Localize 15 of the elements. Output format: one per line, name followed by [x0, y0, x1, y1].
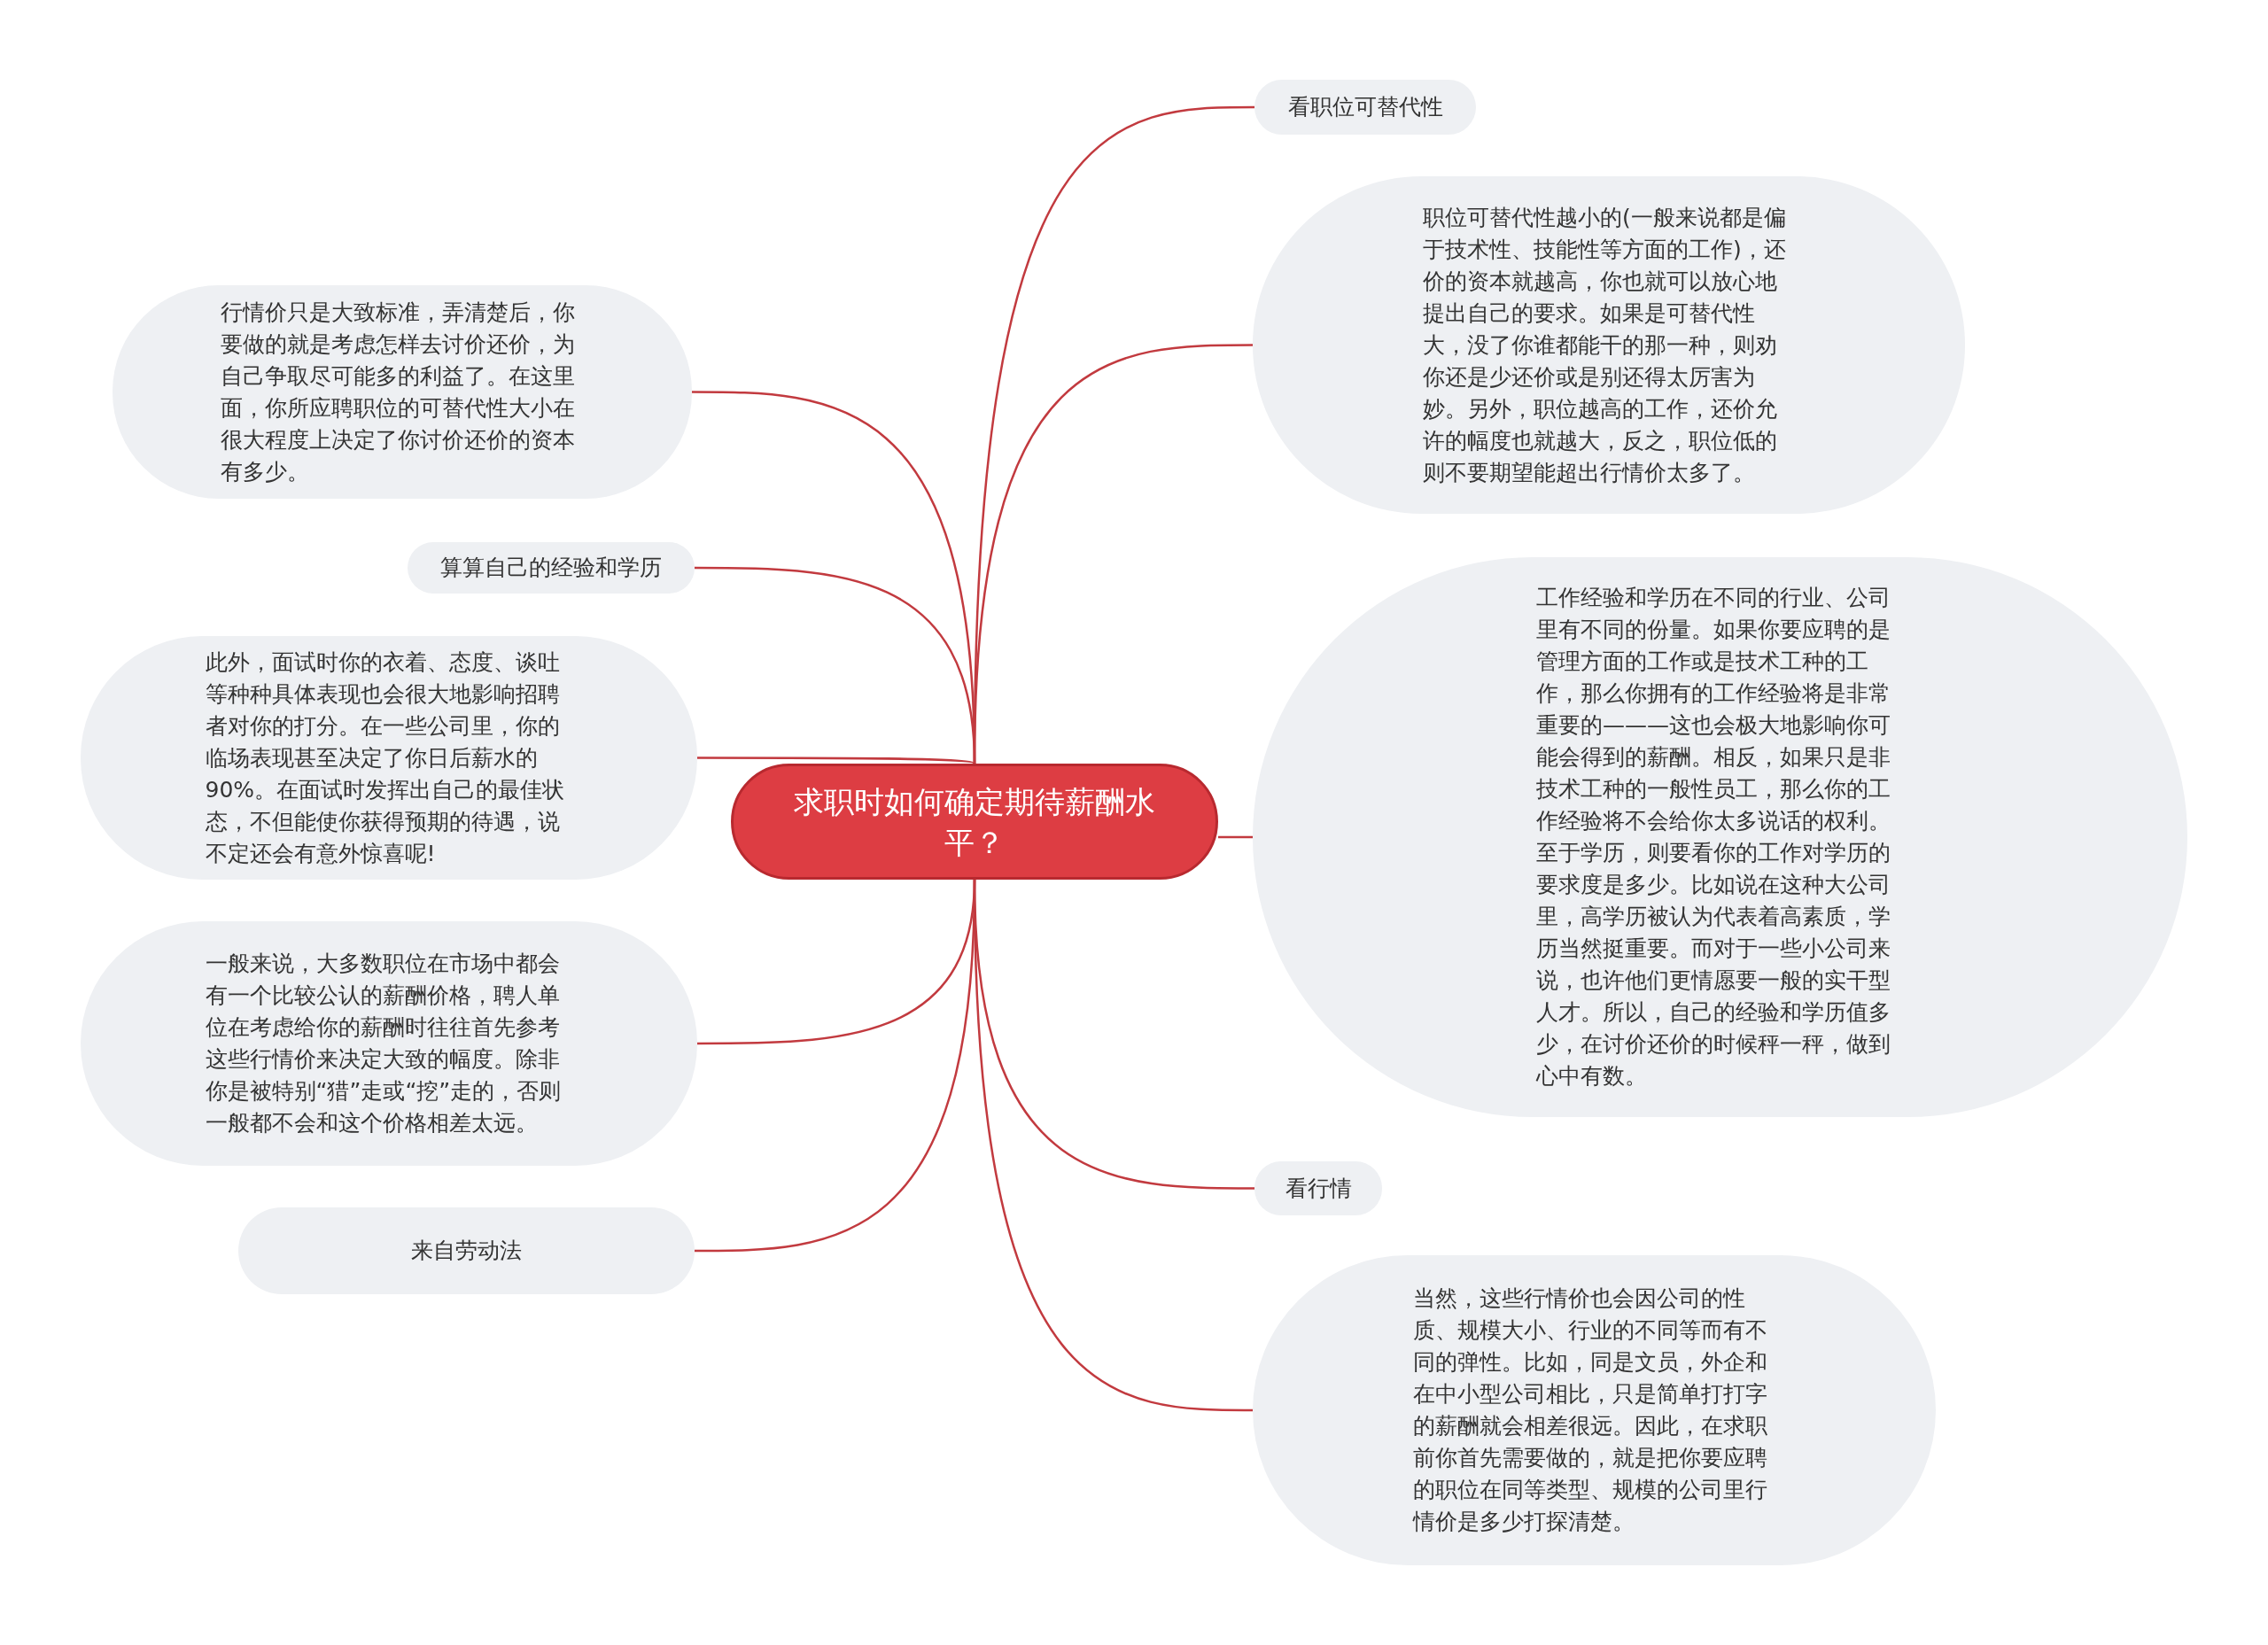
- topic-text: 看行情: [1285, 1174, 1352, 1203]
- topic-text: 工作经验和学历在不同的行业、公司里有不同的份量。如果你要应聘的是管理方面的工作或是技术工种的工作，那么你拥有的工作经验将是非常重要的———这也会极大地影响你可能会得到的薪酬。相反，如果只是非技术工种的一般性员工，那么你的工作经验将不会给你太多说话的权利。至于学历，则要看你的工作对学历的要求度是多少。比如说在这种大公司里，高学历被认为代表着高素质，学历当然挺重要。而对于一些小公司来说，也许他们更情愿要一般的实干型人才。所以，自己的经验和学历值多少，在讨价还价的时候秤一秤，做到心中有数。: [1536, 584, 1891, 1090]
- topic-text: 当然，这些行情价也会因公司的性质、规模大小、行业的不同等而有不同的弹性。比如，同是文员，外企和在中小型公司相比，只是简单打打字的薪酬就会相差很远。因此，在求职前你首先需要做的，就是把你要应聘的职位在同等类型、规模的公司里行情价是多少打探清楚。: [1412, 1284, 1768, 1536]
- topic-text: 行情价只是大致标准，弄清楚后，你要做的就是考虑怎样去讨价还价，为自己争取尽可能多的利益了。在这里面，你所应聘职位的可替代性大小在很大程度上决定了你讨价还价的资本有多少。: [221, 298, 576, 486]
- topic-text: 一般来说，大多数职位在市场中都会有一个比较公认的薪酬价格，聘人单位在考虑给你的薪酬时往往首先参考这些行情价来决定大致的幅度。除非你是被特别“猎”走或“挖”走的，否则一般都不会和这个价格相差太远。: [205, 950, 563, 1137]
- connector-line: [697, 757, 975, 765]
- topic-text: 职位可替代性越小的(一般来说都是偏于技术性、技能性等方面的工作)，还价的资本就越高，你也就可以放心地提出自己的要求。如果是可替代性大，没了你谁都能干的那一种，则劝你还是少还价或是别还得太厉害为妙。另外，职位越高的工作，还价允许的幅度也就越大，反之，职位低的则不要期望能超出行情价太多了。: [1423, 203, 1787, 487]
- topic-text: 此外，面试时你的衣着、态度、谈吐等种种具体表现也会很大地影响招聘者对你的打分。在一些公司里，你的临场表现甚至决定了你日后薪水的90%。在面试时发挥出自己的最佳状态，不但能使你获得预期的待遇，说不定还会有意外惊喜呢!: [205, 648, 566, 868]
- connector-line: [695, 566, 976, 764]
- topic-title: 求职时如何确定期待薪酬水平？: [793, 782, 1156, 862]
- connector-line: [695, 879, 976, 1253]
- topic-text: 算算自己的经验和学历: [440, 554, 662, 582]
- topic-text: 来自劳动法: [411, 1237, 522, 1265]
- connector-line: [1218, 835, 1253, 839]
- topic-text: 看职位可替代性: [1287, 93, 1443, 121]
